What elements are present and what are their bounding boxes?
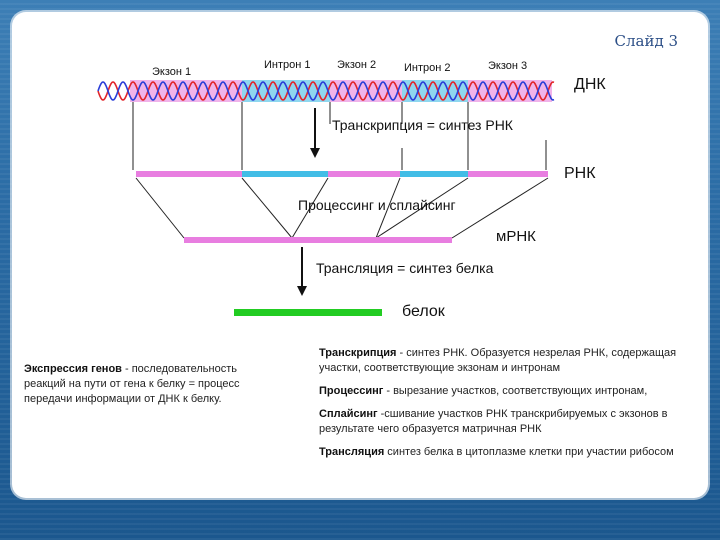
protein-label: белок [402, 303, 446, 320]
definitions-list: Транскрипция - синтез РНК. Образуется не… [319, 346, 701, 460]
rna-exon-1 [136, 171, 242, 177]
label-exon-3: Экзон 3 [488, 60, 527, 72]
definition-term: Транскрипция [319, 347, 397, 359]
dna-exon-1 [130, 80, 242, 102]
definition-translation: Трансляция синтез белка в цитоплазме кле… [319, 445, 701, 460]
definition-term: Трансляция [319, 446, 385, 458]
processing-step: Процессинг и сплайсинг [298, 197, 456, 213]
slide-card: Экзон 1 Интрон 1 Экзон 2 Интрон 2 Экзон … [12, 12, 708, 498]
mrna-bar [184, 237, 452, 243]
rna-exon-3 [468, 171, 548, 177]
definition-text: синтез белка в цитоплазме клетки при уча… [384, 446, 674, 458]
protein-bar [234, 309, 382, 316]
dna-helix [97, 81, 555, 101]
rna-intron-2 [400, 171, 468, 177]
translation-arrowhead [297, 286, 307, 296]
dna-intron-1 [242, 80, 330, 102]
transcription-step: Транскрипция = синтез РНК [332, 117, 514, 133]
definition-transcription: Транскрипция - синтез РНК. Образуется не… [319, 346, 701, 376]
definition-text: - синтез РНК. Образуется незрелая РНК, с… [319, 347, 677, 374]
label-intron-1: Интрон 1 [264, 59, 311, 71]
splice-line [375, 177, 469, 239]
expression-term: Экспрессия генов [24, 363, 122, 375]
rna-bar [136, 171, 548, 177]
label-intron-2: Интрон 2 [404, 62, 451, 74]
dna-exon-2 [330, 80, 402, 102]
transcription-arrowhead [310, 148, 320, 158]
splice-line [375, 177, 401, 239]
rna-exon-2 [328, 171, 400, 177]
dna-rna-ticks [132, 102, 547, 170]
splicing-lines [135, 177, 549, 239]
definition-text: -сшивание участков РНК транскрибируемых … [319, 408, 668, 435]
mrna-label: мРНК [496, 228, 536, 245]
splice-line [135, 177, 185, 239]
slide-number: Слайд 3 [614, 32, 679, 50]
rna-intron-1 [242, 171, 328, 177]
splice-line [291, 177, 329, 239]
dna-label: ДНК [574, 76, 606, 93]
definition-term: Сплайсинг [319, 408, 378, 420]
splice-line [451, 177, 549, 239]
label-exon-1: Экзон 1 [152, 66, 191, 78]
label-exon-2: Экзон 2 [337, 59, 376, 71]
definition-splicing: Сплайсинг -сшивание участков РНК транскр… [319, 407, 701, 437]
expression-text: - последовательность реакций на пути от … [24, 363, 240, 405]
gene-expression-diagram: Экзон 1 Интрон 1 Экзон 2 Интрон 2 Экзон … [97, 59, 606, 320]
expression-definition: Экспрессия генов - последовательность ре… [24, 362, 256, 407]
dna-strand-blue [97, 81, 555, 101]
definition-term: Процессинг [319, 385, 384, 397]
definition-processing: Процессинг - вырезание участков, соответ… [319, 384, 701, 399]
definition-text: - вырезание участков, соответствующих ин… [383, 385, 648, 397]
splice-line [241, 177, 293, 239]
rna-label: РНК [564, 165, 596, 182]
dna-intron-2 [402, 80, 468, 102]
translation-step: Трансляция = синтез белка [316, 260, 494, 276]
